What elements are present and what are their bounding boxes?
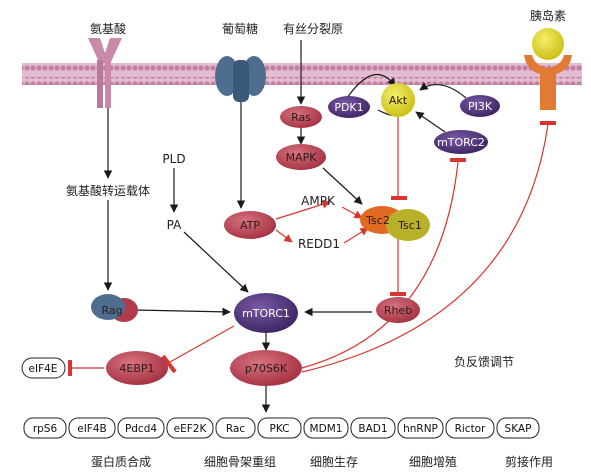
function-label: 细胞骨架重组 [204, 455, 276, 469]
arrow-redd1-to-tsc [343, 227, 369, 244]
mtorc1-inhibits-4ebp1 [169, 325, 235, 363]
label-pa: PA [167, 218, 182, 232]
target-boxes-row: rpS6 eIF4B Pdcd4 eEF2K Rac PKC MDM1 BAD1 hnRNP Ri… [23, 417, 540, 439]
node-mtorc2-label: mTORC2 [437, 136, 485, 149]
node-akt: Akt [381, 83, 415, 117]
node-pdk1-label: PDK1 [334, 101, 363, 114]
target-label: SKAP [505, 423, 532, 435]
label-mitogen: 有丝分裂原 [283, 22, 343, 36]
arrow-pa-to-mtorc1 [183, 231, 249, 293]
node-ras: Ras [280, 106, 322, 128]
amino-acid-receptor [88, 38, 122, 108]
target-label: PKC [270, 423, 290, 435]
target-label: eIF4B [77, 423, 106, 435]
cell-membrane [22, 63, 582, 85]
arrow-ampk-to-tsc [341, 206, 363, 219]
target-box: SKAP [496, 417, 540, 439]
label-glucose: 葡萄糖 [222, 21, 258, 36]
feedback-to-mtorc2 [301, 161, 459, 369]
function-label: 细胞增殖 [409, 454, 457, 469]
target-label: Rac [226, 423, 245, 435]
target-box: Pdcd4 [117, 417, 165, 439]
arrow-pdk1-to-akt [346, 73, 396, 99]
node-mapk-label: MAPK [286, 151, 318, 164]
label-pld: PLD [162, 152, 185, 166]
target-box: rpS6 [23, 417, 67, 439]
function-label: 剪接作用 [505, 454, 553, 469]
node-atp-label: ATP [240, 219, 260, 232]
target-box: eEF2K [166, 417, 214, 439]
target-label: BAD1 [358, 423, 387, 435]
label-aa-transporter: 氨基酸转运载体 [66, 183, 150, 198]
arrow-mtorc2-to-akt [415, 111, 446, 133]
node-pi3k-label: PI3K [468, 100, 493, 113]
target-box: Rac [215, 417, 256, 439]
activation-arrows [103, 40, 498, 413]
target-box: eIF4B [68, 417, 116, 439]
insulin-receptor [524, 55, 572, 110]
function-label: 细胞生存 [310, 455, 358, 469]
node-tsc1-label: Tsc1 [397, 219, 422, 232]
arrow-atp-to-ampk [275, 200, 331, 220]
inhibition-lines [68, 112, 556, 376]
label-redd1: REDD1 [298, 237, 340, 251]
node-p70s6k-label: p70S6K [245, 362, 288, 375]
node-mtorc2: mTORC2 [434, 130, 488, 154]
label-ampk: AMPK [301, 194, 336, 208]
target-label: hnRNP [403, 423, 438, 435]
target-label: MDM1 [310, 423, 343, 435]
target-box: BAD1 [350, 417, 396, 439]
node-atp: ATP [224, 211, 276, 239]
node-rheb: Rheb [376, 297, 420, 323]
node-tsc-complex: Tsc2 Tsc1 [360, 206, 430, 241]
target-box: PKC [257, 417, 302, 439]
target-box: hnRNP [397, 417, 444, 439]
node-rag-label: Rag [101, 304, 122, 317]
arrow-pi3k-to-akt [419, 82, 467, 99]
target-label: eEF2K [174, 423, 208, 435]
target-label: Rictor [455, 423, 487, 435]
node-tsc1 [386, 209, 430, 241]
node-eif4e-label: eIF4E [29, 363, 58, 375]
node-pi3k: PI3K [460, 95, 500, 117]
function-label: 蛋白质合成 [91, 454, 151, 469]
label-insulin: 胰岛素 [530, 8, 566, 23]
node-mtorc1: mTORC1 [234, 293, 298, 333]
feedback-to-insulin-receptor [301, 123, 549, 373]
target-box: Rictor [445, 417, 495, 439]
node-p70s6k: p70S6K [230, 350, 302, 386]
function-labels-row: 蛋白质合成 细胞骨架重组 细胞生存 细胞增殖 剪接作用 [91, 454, 553, 469]
label-amino-acid: 氨基酸 [90, 21, 126, 36]
target-label: Pdcd4 [125, 423, 157, 435]
node-rag: Rag [91, 294, 138, 322]
arrow-rag-to-mtorc1 [134, 307, 231, 317]
node-ras-label: Ras [291, 111, 311, 124]
node-tsc2-label: Tsc2 [365, 214, 390, 227]
node-4ebp1-label: 4EBP1 [119, 362, 154, 375]
node-4ebp1: 4EBP1 [106, 351, 168, 385]
arrow-atp-to-redd1 [275, 229, 293, 243]
target-box: MDM1 [303, 417, 349, 439]
node-akt-label: Akt [389, 94, 408, 107]
target-label: rpS6 [33, 423, 58, 435]
arrow-mapk-to-tsc [322, 167, 363, 205]
red-arrows [275, 200, 369, 244]
node-pdk1: PDK1 [328, 96, 370, 118]
glucose-channel [215, 56, 266, 102]
node-eif4e: eIF4E [21, 357, 66, 379]
mtorc1-4ebp1-bar [161, 354, 177, 374]
insulin-ligand [532, 28, 564, 60]
node-mtorc1-label: mTORC1 [242, 307, 290, 320]
node-mapk: MAPK [276, 144, 326, 170]
label-negative-feedback: 负反馈调节 [454, 355, 514, 369]
node-rheb-label: Rheb [384, 304, 412, 317]
